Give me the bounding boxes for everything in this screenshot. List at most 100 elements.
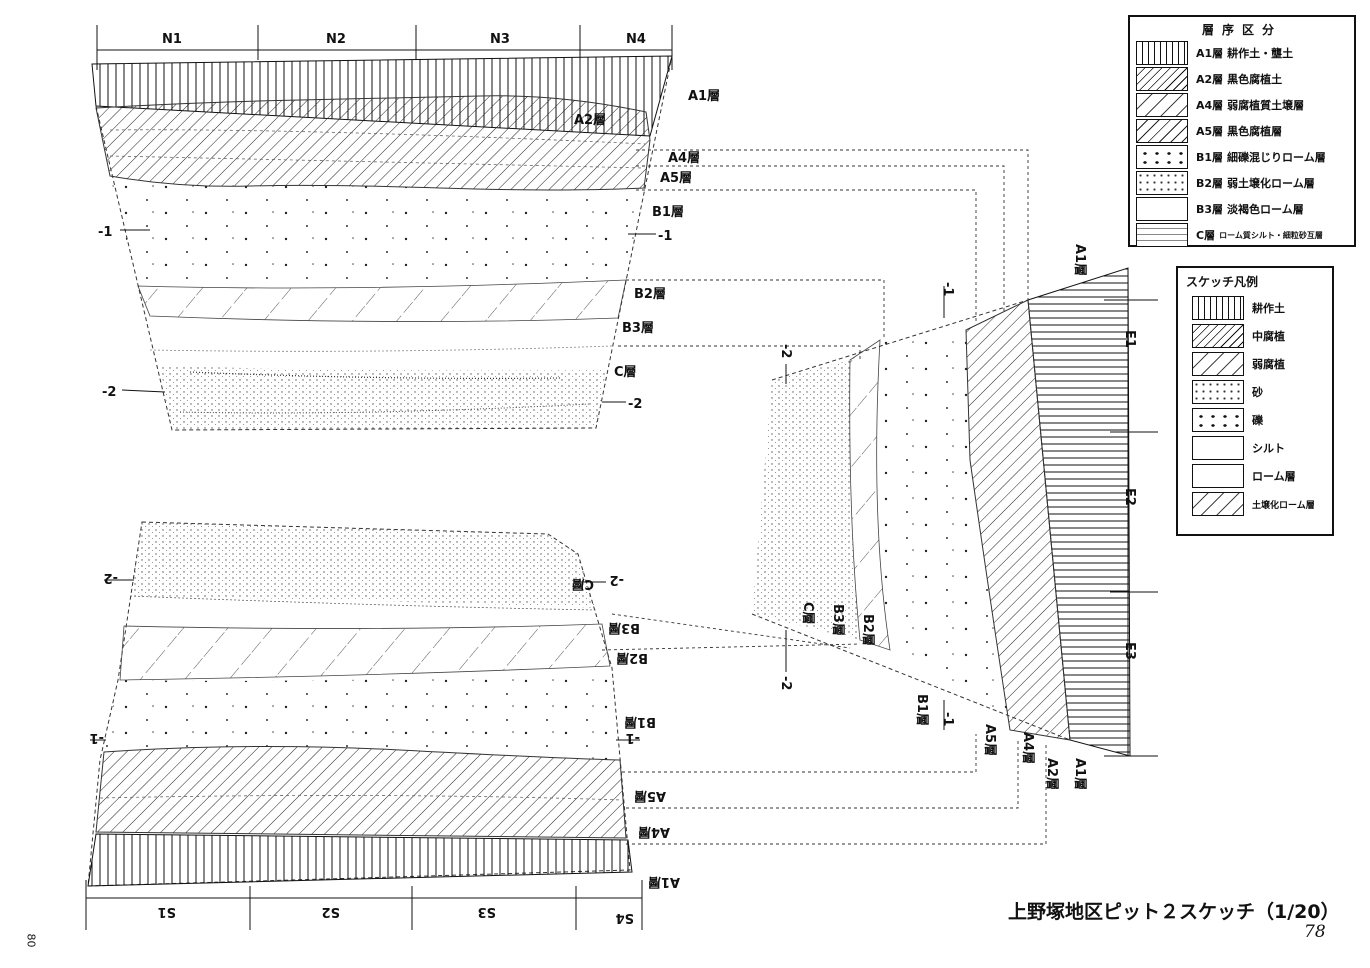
legend-code-a4: A4層 (1196, 99, 1224, 112)
layer-label-b3-east: B3層 (830, 604, 845, 636)
swatch-a4 (1136, 93, 1188, 117)
legend-code-b3: B3層 (1196, 203, 1224, 216)
legend-code-c: C層 (1196, 229, 1216, 242)
layer-label-c-east: C層 (800, 602, 815, 625)
swatch-a1 (1136, 41, 1188, 65)
figure-title: 上野塚地区ピット２スケッチ（1/20） (1008, 901, 1340, 923)
depth-mark-east-1-top: -1 (940, 282, 955, 296)
correlation-lines (601, 149, 1047, 845)
legend-code-a1: A1層 (1196, 47, 1224, 60)
grid-label-n3: N3 (490, 32, 510, 47)
south-wall-labels: S1 S2 S3 S4 C層 B3層 B2層 B1層 A5層 A4層 A1層 -… (90, 570, 680, 925)
layer-label-a1: A1層 (688, 89, 720, 104)
side-page-number: 80 (24, 933, 38, 948)
depth-mark-east-2-top: -2 (778, 344, 793, 358)
stratigraphy-legend-title: 層序区分 (1201, 23, 1282, 37)
sketch-label-weak-humus: 弱腐植 (1252, 358, 1285, 371)
legend-code-a5: A5層 (1196, 125, 1224, 138)
legend-code-b2: B2層 (1196, 177, 1224, 190)
legend-desc-a5: 黒色腐植層 (1227, 125, 1283, 138)
layer-label-a4: A4層 (668, 151, 700, 166)
depth-mark-south-left-1: -1 (90, 730, 104, 745)
sketch-swatch-loam (1192, 464, 1244, 488)
grid-label-n1: N1 (162, 32, 182, 47)
legend-desc-b2: 弱土壌化ローム層 (1227, 177, 1315, 190)
layer-label-b3-south: B3層 (608, 620, 640, 635)
layer-label-c-south: C層 (571, 576, 594, 591)
layer-label-a1-east-top: A1層 (1072, 244, 1087, 276)
layer-label-b1-south: B1層 (624, 714, 656, 729)
page-number: 78 (1304, 922, 1326, 942)
stratigraphy-legend: 層序区分 A1層耕作土・壟土 A2層黒色腐植土 A4層弱腐植質土壌層 A5層黒色… (1128, 15, 1356, 247)
sketch-label-soil-loam: 土壌化ローム層 (1252, 500, 1315, 511)
grid-label-n4: N4 (626, 32, 646, 47)
swatch-b3 (1136, 197, 1188, 221)
sketch-swatch-weak-humus (1192, 352, 1244, 376)
depth-mark-south-left-2: -2 (104, 570, 118, 585)
swatch-a5 (1136, 119, 1188, 143)
layer-label-a1-south: A1層 (648, 874, 680, 889)
legend-desc-a1: 耕作土・壟土 (1227, 47, 1294, 60)
grid-label-s3: S3 (478, 904, 496, 919)
layer-label-a5-south: A5層 (634, 788, 666, 803)
legend-desc-b1: 細礫混じりローム層 (1227, 151, 1326, 164)
layer-label-b2-south: B2層 (616, 650, 648, 665)
sketch-swatch-sand (1192, 380, 1244, 404)
depth-mark-south-right-1: -1 (626, 730, 640, 745)
depth-mark-south-right-2: -2 (610, 572, 624, 587)
layer-label-a2: A2層 (574, 113, 606, 128)
layer-label-a1-east-bottom: A1層 (1072, 758, 1087, 790)
legend-desc-c: ローム質シルト・細粒砂互層 (1219, 230, 1323, 240)
depth-mark-right-2: -2 (628, 397, 642, 412)
sketch-label-gravel: 礫 (1252, 414, 1263, 427)
sketch-label-sand: 砂 (1252, 386, 1263, 399)
depth-mark-right-1: -1 (658, 229, 672, 244)
sketch-legend: スケッチ凡例 耕作土 中腐植 弱腐植 砂 礫 シルト ローム層 土壌化ローム層 (1176, 266, 1334, 536)
south-wall-section (85, 521, 643, 930)
grid-label-e2: E2 (1122, 488, 1137, 506)
sketch-label-silt: シルト (1252, 442, 1285, 455)
swatch-b1 (1136, 145, 1188, 169)
grid-label-e3: E3 (1122, 642, 1137, 660)
east-wall-labels: E1 E2 E3 A1層 C層 B3層 B2層 B1層 A5層 A4層 A2層 … (778, 244, 1137, 790)
sketch-swatch-mid-humus (1192, 324, 1244, 348)
depth-mark-left-1: -1 (98, 225, 112, 240)
depth-mark-left-2: -2 (102, 385, 116, 400)
swatch-b2 (1136, 171, 1188, 195)
depth-mark-east-1-bottom: -1 (940, 712, 955, 726)
sketch-swatch-gravel (1192, 408, 1244, 432)
sketch-label-mid-humus: 中腐植 (1252, 330, 1285, 343)
sketch-legend-title: スケッチ凡例 (1186, 275, 1259, 289)
layer-label-a5-east: A5層 (982, 724, 997, 756)
swatch-c (1136, 223, 1188, 247)
sketch-swatch-plough (1192, 296, 1244, 320)
north-wall-labels: N1 N2 N3 N4 A1層 A2層 A4層 A5層 B1層 B2層 B3層 … (98, 32, 720, 412)
sketch-swatch-silt (1192, 436, 1244, 460)
layer-label-a5: A5層 (660, 171, 692, 186)
layer-label-b2: B2層 (634, 287, 666, 302)
depth-mark-east-2-bottom: -2 (778, 676, 793, 690)
layer-label-c: C層 (614, 365, 637, 380)
sketch-swatch-soil-loam (1192, 492, 1244, 516)
layer-label-a4-south: A4層 (638, 824, 670, 839)
sketch-label-plough: 耕作土 (1252, 302, 1285, 315)
grid-label-s2: S2 (322, 904, 340, 919)
layer-label-b3: B3層 (622, 321, 654, 336)
grid-label-s1: S1 (158, 904, 176, 919)
layer-label-b1: B1層 (652, 205, 684, 220)
grid-label-s4: S4 (616, 910, 634, 925)
sketch-label-loam: ローム層 (1252, 470, 1296, 483)
layer-label-b1-east: B1層 (914, 694, 929, 726)
legend-desc-a4: 弱腐植質土壌層 (1227, 99, 1305, 112)
layer-label-b2-east: B2層 (860, 614, 875, 646)
north-wall-section (91, 25, 673, 431)
grid-label-e1: E1 (1122, 330, 1137, 348)
layer-label-a4-east: A4層 (1020, 732, 1035, 764)
grid-label-n2: N2 (326, 32, 346, 47)
legend-desc-a2: 黒色腐植土 (1227, 73, 1283, 86)
layer-label-a2-east: A2層 (1044, 758, 1059, 790)
legend-desc-b3: 淡褐色ローム層 (1227, 203, 1304, 216)
legend-code-a2: A2層 (1196, 73, 1224, 86)
legend-code-b1: B1層 (1196, 151, 1224, 164)
